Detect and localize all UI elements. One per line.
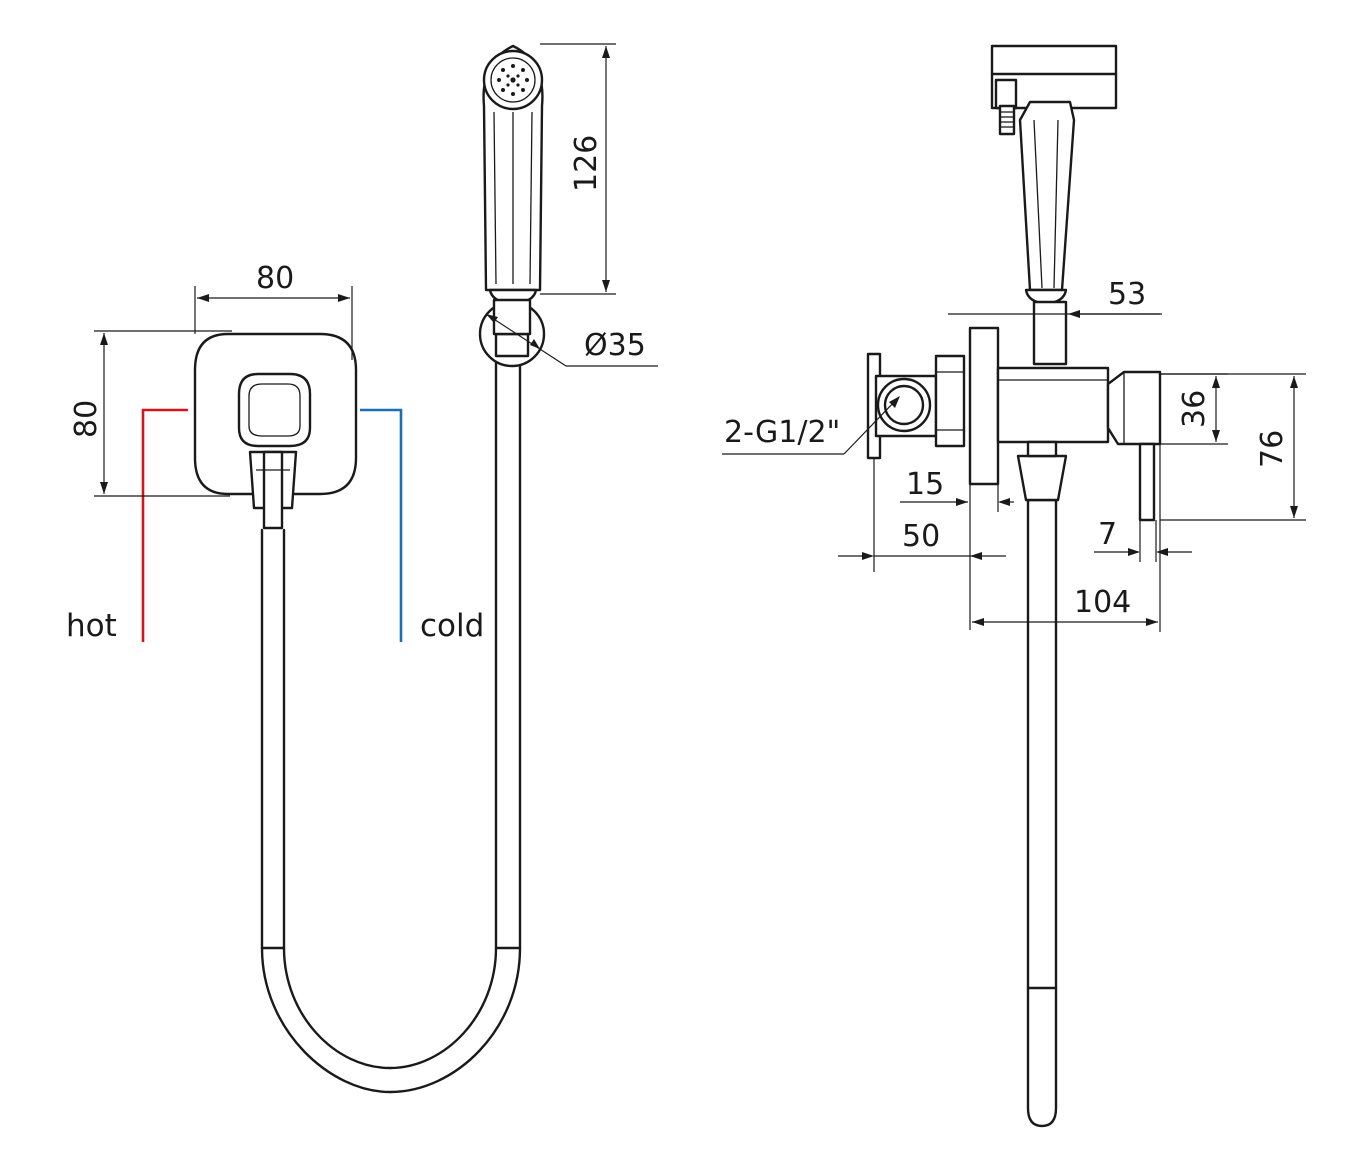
spray-nozzles (497, 64, 529, 96)
dim-15-label: 15 (906, 467, 944, 502)
hot-label: hot (66, 608, 117, 644)
cold-label: cold (420, 608, 484, 644)
side-hand-shower (1018, 100, 1076, 366)
dim-36-label: 36 (1177, 390, 1212, 428)
dim-handshower-length: 126 (540, 43, 616, 295)
dim-76-label: 76 (1255, 430, 1290, 468)
hot-pipe (141, 408, 188, 642)
side-hose (1026, 498, 1058, 1128)
side-mixer (866, 326, 1162, 522)
cold-pipe (360, 408, 403, 642)
dim-connection-label: 2-G1/2" (724, 415, 840, 450)
dim-7-label: 7 (1098, 517, 1117, 552)
dim-50-label: 50 (902, 519, 940, 554)
dim-connection: 2-G1/2" (722, 396, 900, 455)
dim-body-width: 80 (194, 261, 353, 360)
dim-76: 76 (1160, 373, 1306, 521)
dim-104: 104 (972, 444, 1161, 632)
dim-104-label: 104 (1074, 585, 1131, 620)
dim-body-height-label: 80 (69, 400, 104, 438)
dim-handshower-length-label: 126 (569, 135, 604, 192)
dim-holder-diameter-label: Ø35 (584, 328, 646, 363)
hose (260, 338, 522, 1094)
dim-7: 7 (1094, 517, 1192, 562)
side-view: 53 36 76 2-G1/2" (722, 44, 1306, 1128)
dim-36: 36 (1160, 373, 1228, 445)
dim-body-height: 80 (69, 330, 232, 497)
wall-holder (478, 298, 546, 368)
mixer-body (193, 332, 358, 530)
dim-50: 50 (838, 458, 1006, 572)
side-wall-bracket (990, 44, 1118, 136)
dim-15: 15 (900, 467, 1014, 630)
dim-holder-diameter: Ø35 (485, 313, 658, 367)
dim-53-label: 53 (1108, 277, 1146, 312)
hand-shower (482, 44, 544, 306)
dim-body-width-label: 80 (256, 261, 294, 296)
front-view: hot cold (66, 43, 658, 1094)
dim-53: 53 (948, 277, 1162, 318)
